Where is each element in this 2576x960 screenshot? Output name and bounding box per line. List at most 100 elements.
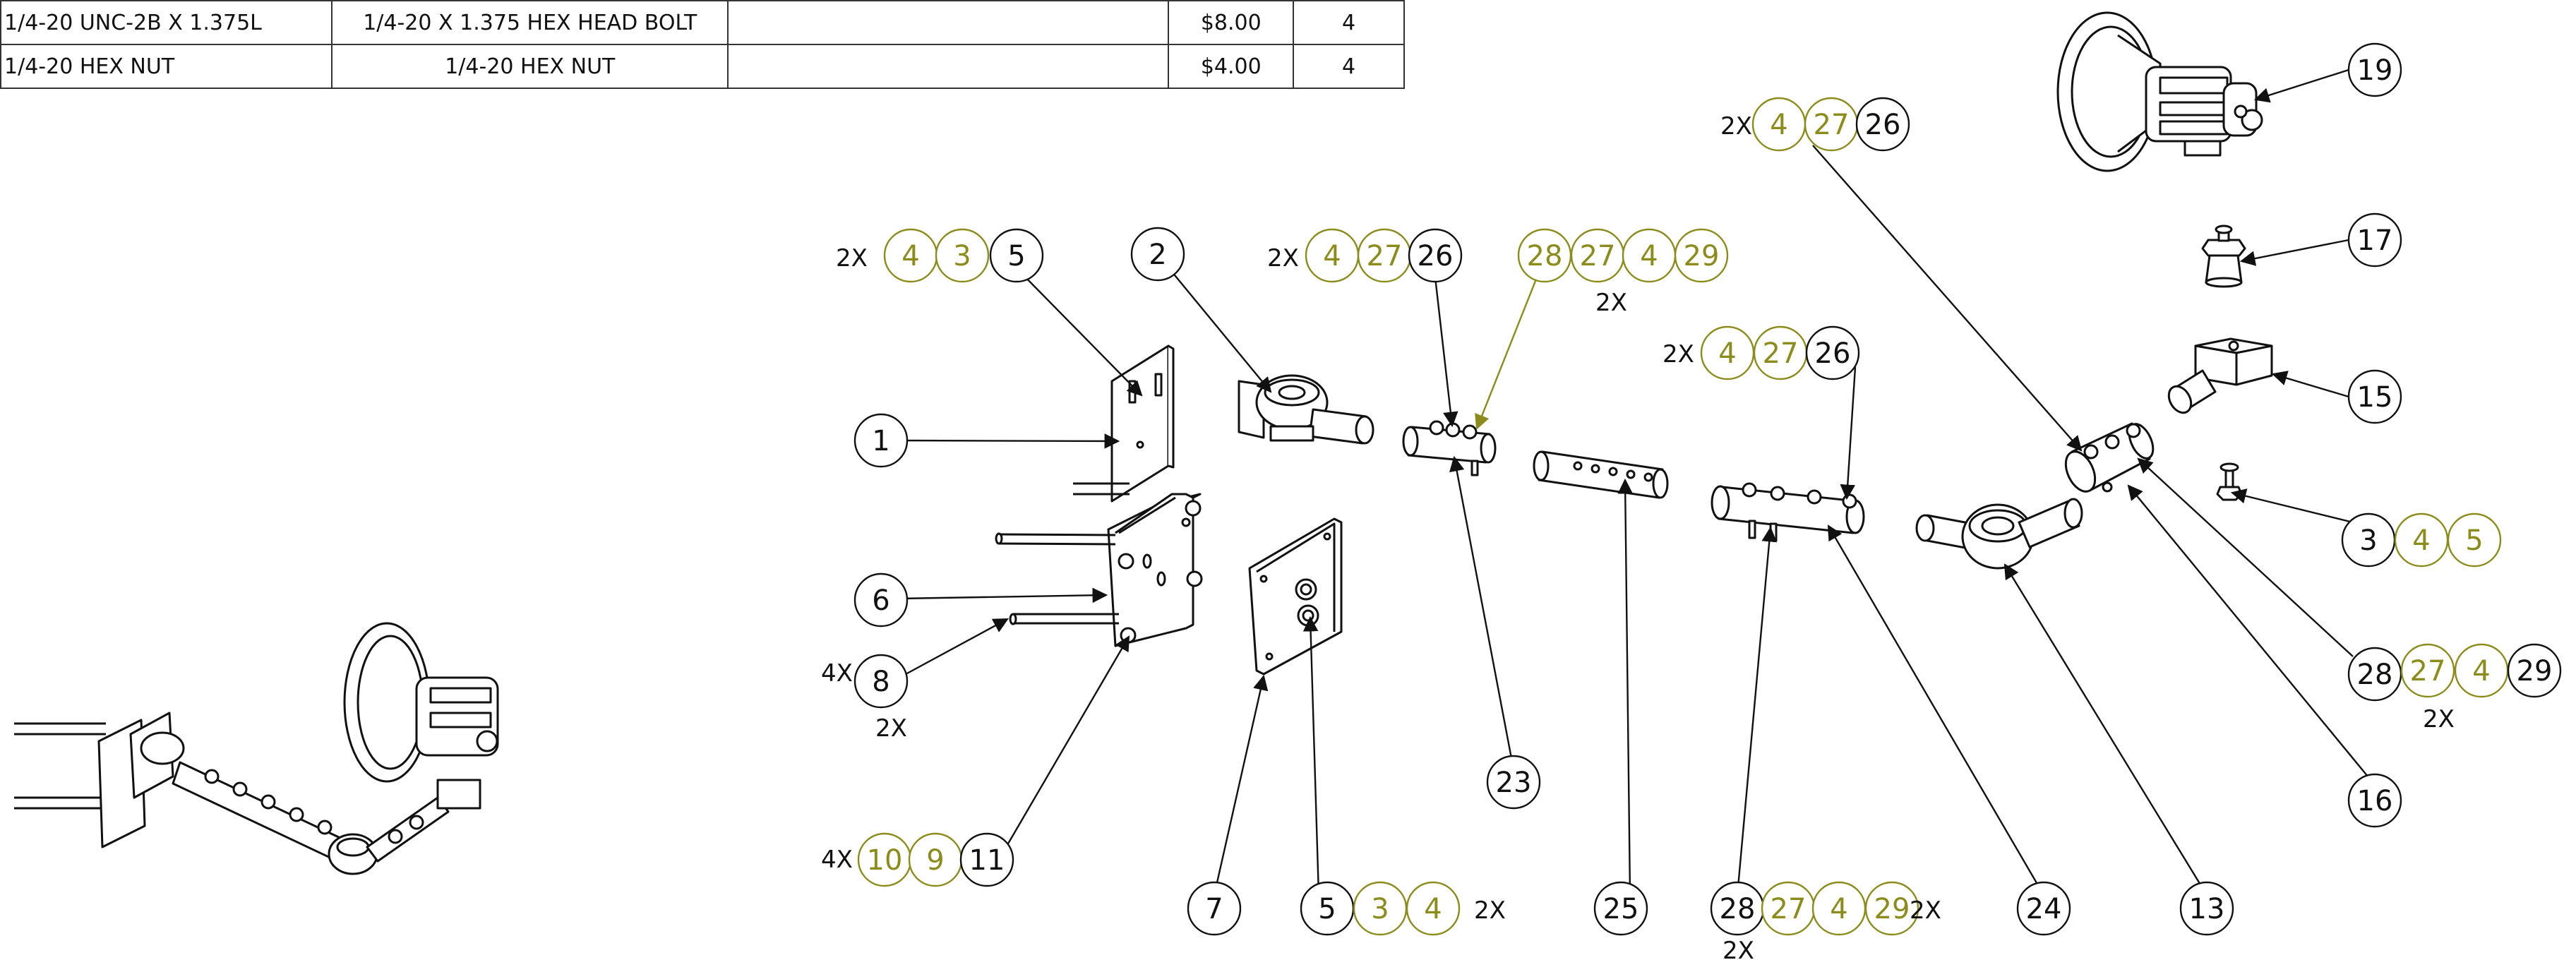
callout-balloon	[1593, 881, 1648, 936]
callout-multiplier-2x: 2X	[2423, 705, 2455, 733]
front-plate-part	[1248, 517, 1343, 676]
callout-number: 4	[1718, 337, 1736, 370]
upper-pipe-part	[2064, 422, 2155, 493]
callout-multiplier-2x: 2X	[1663, 340, 1694, 368]
leader-lines	[898, 68, 2376, 896]
callout-number: 4	[1424, 893, 1442, 925]
callout-number: 4	[1323, 240, 1341, 272]
callout-number: 19	[2357, 54, 2393, 87]
callout-number: 28	[1527, 240, 1563, 272]
callout-multiplier-2x: 2X	[1723, 937, 1754, 960]
bom-cell-empty	[727, 44, 1170, 89]
callout-balloon	[1674, 228, 1729, 283]
callout-number: 3	[2359, 524, 2377, 557]
callout-number: 4	[1640, 240, 1658, 272]
callout-balloon	[935, 228, 990, 283]
callout-balloon	[1187, 881, 1242, 936]
callout-number: 4	[2412, 524, 2430, 557]
callout-number: 26	[1865, 109, 1901, 141]
callout-balloon	[2400, 643, 2455, 698]
assembled-view-part	[14, 622, 499, 875]
callout-number: 4	[1830, 893, 1847, 925]
callout-multiplier-2x: 2X	[1720, 112, 1752, 140]
callout-balloon	[1408, 228, 1463, 283]
lamp-assembly-part	[2056, 11, 2263, 172]
callout-number: 7	[1205, 893, 1223, 925]
callout-number: 2	[1149, 239, 1166, 271]
callout-multiplier-2x: 2X	[1267, 244, 1299, 272]
callout-number: 13	[2189, 893, 2225, 925]
callout-number: 29	[2517, 655, 2553, 688]
callout-number: 27	[1814, 109, 1850, 141]
callout-number: 10	[867, 844, 903, 877]
callout-number: 27	[2410, 655, 2446, 688]
callout-balloon	[853, 654, 909, 709]
bill-of-materials-table: 1/4-20 UNC-2B X 1.375L 1/4-20 X 1.375 HE…	[0, 0, 1405, 89]
bom-cell-qty: 4	[1293, 0, 1405, 45]
callout-balloon	[2179, 881, 2234, 936]
callout-number: 15	[2357, 381, 2393, 414]
callout-number: 1	[872, 425, 889, 457]
bom-cell-cost: $4.00	[1168, 44, 1295, 89]
back-plate-part	[1073, 344, 1175, 503]
callout-number: 28	[1720, 893, 1756, 925]
callout-number: 9	[926, 844, 944, 877]
callout-number: 3	[953, 240, 971, 272]
callout-number: 3	[1371, 893, 1389, 925]
callout-multiplier-2x: 2X	[836, 244, 868, 272]
callout-balloon	[1486, 755, 1541, 810]
callout-number: 23	[1496, 767, 1532, 799]
callout-balloon	[989, 228, 1044, 283]
callout-number: 4	[1770, 109, 1787, 141]
callout-balloon	[2016, 881, 2071, 936]
callout-multiplier-2x: 2X	[1910, 896, 1941, 925]
callout-number: 27	[1771, 893, 1807, 925]
callout-number: 24	[2026, 893, 2062, 925]
bom-cell-part: 1/4-20 HEX NUT	[0, 44, 333, 89]
coupler-part	[1402, 420, 1497, 476]
callout-number: 4	[901, 240, 919, 272]
callout-balloon	[2347, 369, 2402, 424]
callout-balloons: 2X 4 3 5 2 2X 4 27 26 28 27 4 29 2X 2X 4…	[821, 42, 2562, 960]
callout-multiplier-2x: 2X	[1474, 896, 1506, 925]
mounting-plate-part	[995, 493, 1203, 647]
callout-multiplier-2x: 2X	[1595, 289, 1627, 317]
callout-balloon	[1855, 97, 1910, 152]
callout-balloon	[2347, 212, 2402, 268]
callout-multiplier-4x: 4X	[821, 659, 853, 688]
callout-number: 27	[1763, 337, 1799, 370]
callout-balloon	[1130, 227, 1185, 282]
callout-balloon	[2347, 773, 2402, 828]
callout-balloon	[2347, 647, 2402, 702]
tube-part	[1533, 450, 1669, 499]
table-row: 1/4-20 UNC-2B X 1.375L 1/4-20 X 1.375 HE…	[0, 0, 1405, 45]
callout-number: 28	[2357, 659, 2393, 691]
knob-part	[2201, 224, 2246, 288]
middle-pipe-part	[1711, 482, 1865, 542]
callout-number: 5	[1007, 240, 1025, 272]
callout-balloon	[2347, 42, 2402, 97]
callout-number: 29	[1874, 893, 1910, 925]
bom-cell-description: 1/4-20 HEX NUT	[331, 44, 729, 89]
callout-balloon	[2507, 643, 2562, 698]
callout-number: 29	[1684, 240, 1720, 272]
bom-cell-cost: $8.00	[1168, 0, 1295, 45]
bom-cell-description: 1/4-20 X 1.375 HEX HEAD BOLT	[331, 0, 729, 45]
bom-cell-qty: 4	[1293, 44, 1405, 89]
callout-balloon	[959, 832, 1014, 887]
callout-number: 8	[872, 666, 889, 698]
callout-number: 17	[2357, 224, 2393, 257]
callout-balloon	[2447, 512, 2502, 568]
callout-number: 25	[1603, 893, 1639, 925]
bom-cell-empty	[727, 0, 1170, 45]
callout-number: 26	[1418, 240, 1454, 272]
swivel-joint-part	[1915, 498, 2083, 570]
callout-number: 27	[1367, 240, 1403, 272]
bom-cell-part: 1/4-20 UNC-2B X 1.375L	[0, 0, 333, 45]
olive-leader-line	[1475, 277, 1538, 431]
callout-balloon	[1406, 881, 1461, 936]
callout-number: 5	[2465, 524, 2483, 557]
callout-number: 11	[969, 844, 1005, 877]
callout-number: 5	[1318, 893, 1336, 925]
